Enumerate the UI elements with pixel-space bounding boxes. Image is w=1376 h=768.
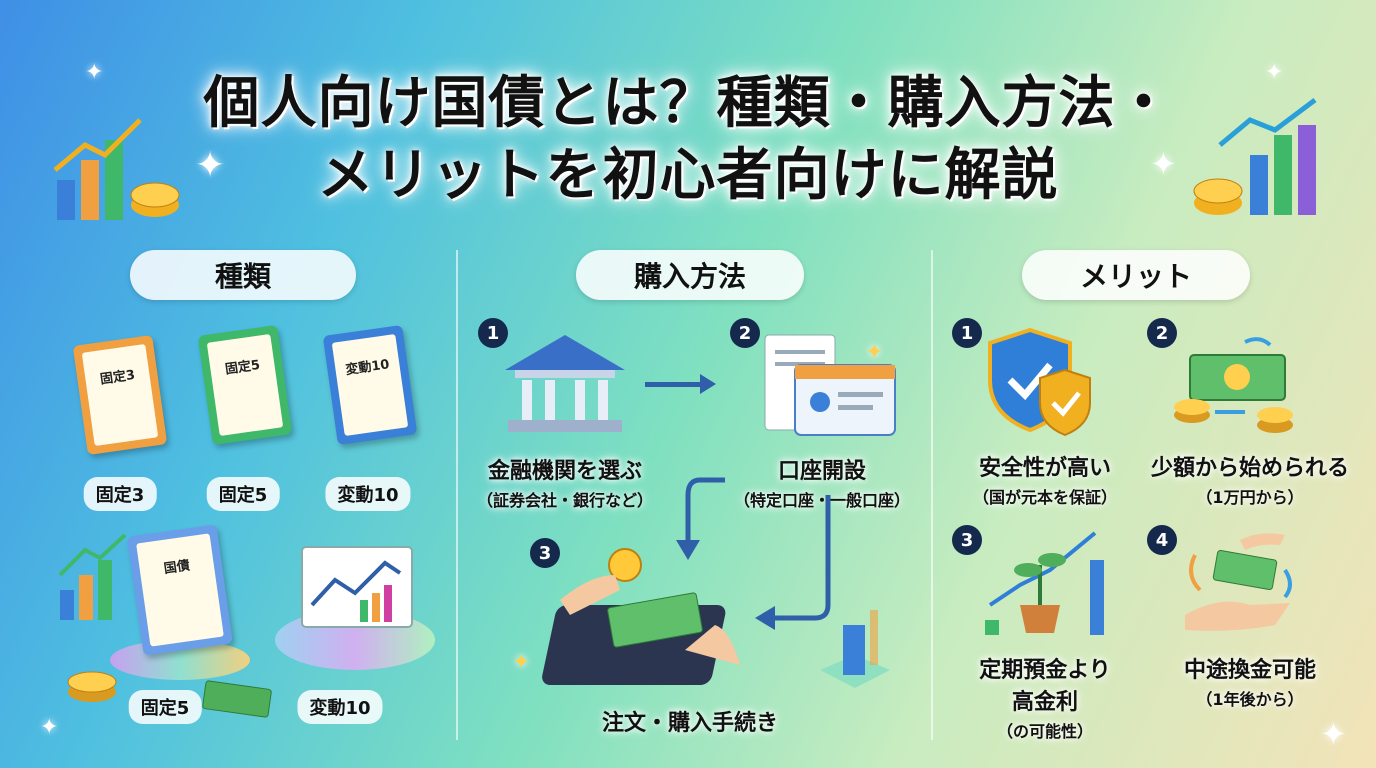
growth-chart-icon <box>53 118 180 220</box>
sparkle-icon: ✦ <box>195 145 226 186</box>
bond-certificate-jgb: 国債 <box>127 524 233 656</box>
cash-bills-icon <box>202 680 272 718</box>
sparkle-icon: ✦ <box>1150 145 1177 183</box>
account-documents-icon <box>764 334 896 436</box>
sparkle-icon: ✦ <box>1265 60 1284 85</box>
merit-2-caption: 少額から始められる（1万円から） <box>1150 456 1350 507</box>
step-2-caption: 口座開設（特定口座・一般口座） <box>733 459 911 510</box>
bank-building-icon <box>505 335 625 432</box>
step-badge-1: 1 <box>478 318 508 348</box>
plant-growth-icon <box>985 531 1104 635</box>
column-divider <box>931 250 933 740</box>
step-badge-3: 3 <box>530 538 560 568</box>
type-label-fixed5-bottom: 固定5 <box>128 690 202 724</box>
merit-badge-4: 4 <box>1147 525 1177 555</box>
step-3-caption: 注文・購入手続き <box>601 711 779 736</box>
sparkle-icon: ✦ <box>1320 715 1347 753</box>
tablet-payment-icon <box>542 548 740 685</box>
merit-badge-1: 1 <box>952 318 982 348</box>
bar-chart-icon <box>58 533 127 620</box>
bond-certificate-fixed5: 固定5 <box>197 324 293 446</box>
page-title-line1: 個人向け国債とは？種類・購入方法・ <box>203 71 1173 136</box>
flow-arrow <box>676 477 725 560</box>
type-label-floating10: 変動10 <box>325 477 411 511</box>
section-heading-purchase: 購入方法 <box>576 250 804 300</box>
step-1-caption: 金融機関を選ぶ（証券会社・銀行など） <box>476 459 654 510</box>
merit-badge-3: 3 <box>952 525 982 555</box>
type-label-floating10-bottom: 変動10 <box>297 690 383 724</box>
money-exchange-icon <box>1174 337 1293 433</box>
sparkle-icon: ✦ <box>40 715 59 740</box>
merit-3-caption: 定期預金より高金利（の可能性） <box>979 658 1111 741</box>
flow-arrow <box>645 382 705 387</box>
sparkle-icon: ✦ <box>512 650 531 675</box>
shield-check-icon <box>988 327 1091 437</box>
step-badge-2: 2 <box>730 318 760 348</box>
merit-1-caption: 安全性が高い（国が元本を保証） <box>972 456 1118 507</box>
sparkle-icon: ✦ <box>85 60 104 85</box>
section-heading-merits: メリット <box>1022 250 1250 300</box>
page-title-line2: メリットを初心者向けに解説 <box>317 143 1059 208</box>
sparkle-icon: ✦ <box>865 340 884 365</box>
flow-arrow <box>755 495 831 630</box>
coin-stack-icon <box>67 671 117 702</box>
growth-chart-icon <box>1193 98 1317 215</box>
arrow-head-icon <box>700 374 716 394</box>
type-label-fixed3: 固定3 <box>83 477 157 511</box>
trend-chart-board-icon <box>301 546 413 628</box>
bond-certificate-fixed3: 固定3 <box>72 334 168 456</box>
hand-cash-icon <box>1185 533 1292 631</box>
section-heading-types: 種類 <box>130 250 356 300</box>
type-label-fixed5: 固定5 <box>206 477 280 511</box>
bar-block-icon <box>820 610 890 688</box>
column-divider <box>456 250 458 740</box>
merit-badge-2: 2 <box>1147 318 1177 348</box>
bond-certificate-floating10: 変動10 <box>322 324 418 446</box>
merit-4-caption: 中途換金可能（1年後から） <box>1183 658 1317 709</box>
